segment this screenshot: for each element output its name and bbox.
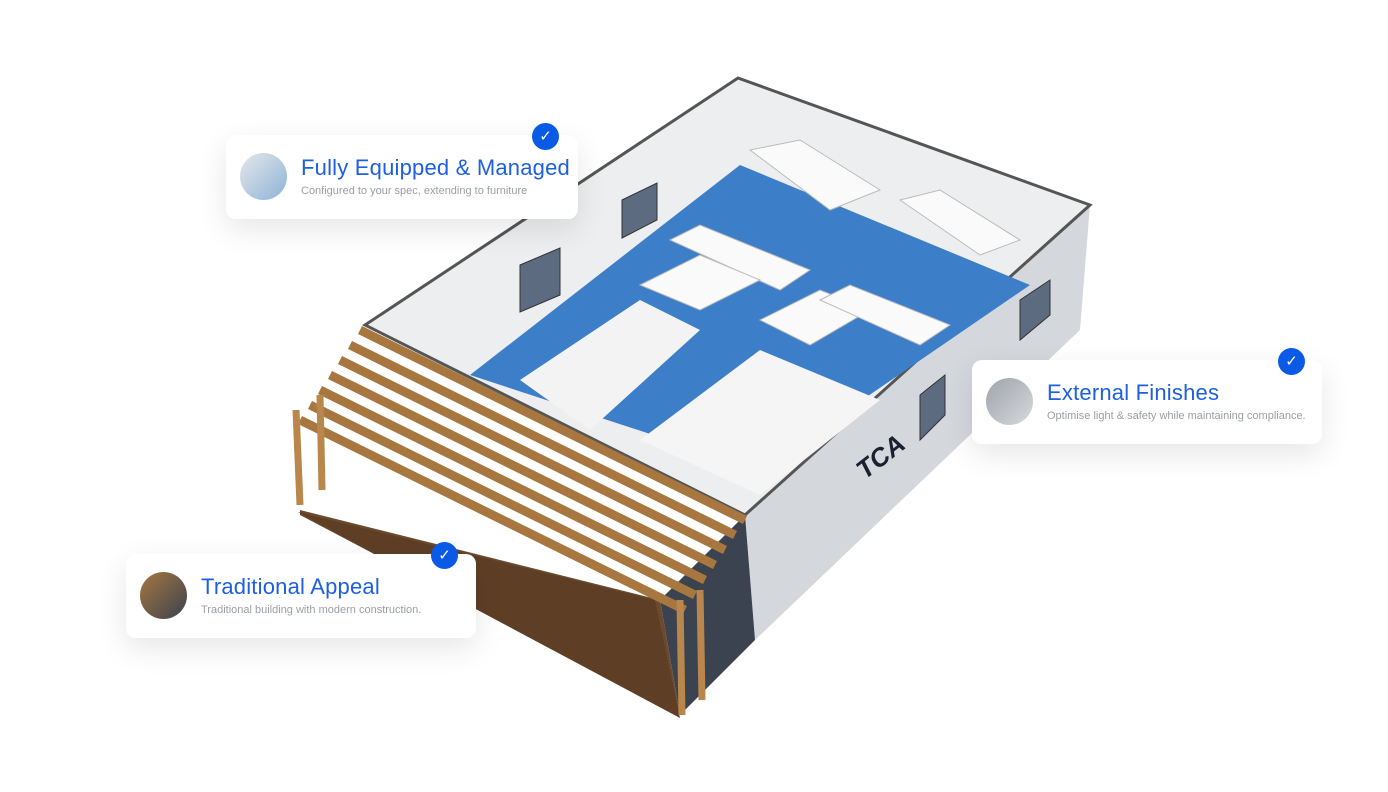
feature-card-external-finishes: External Finishes Optimise light & safet…: [972, 348, 1322, 444]
exterior-thumbnail: [986, 378, 1033, 425]
wooden-slats: [298, 325, 747, 615]
check-icon: ✓: [532, 123, 559, 150]
card-subtitle: Configured to your spec, extending to fu…: [301, 185, 528, 197]
feature-card-fully-equipped: Fully Equipped & Managed Configured to y…: [226, 123, 578, 219]
right-exterior-wall: [745, 205, 1090, 640]
wooden-posts: [292, 394, 706, 716]
feature-card-traditional-appeal: Traditional Appeal Traditional building …: [126, 542, 476, 638]
card-title: Traditional Appeal: [201, 574, 380, 599]
card-subtitle: Traditional building with modern constru…: [201, 604, 422, 616]
card-subtitle: Optimise light & safety while maintainin…: [1047, 410, 1306, 422]
deck-thumbnail: [140, 572, 187, 619]
interior-thumbnail: [240, 153, 287, 200]
card-title: Fully Equipped & Managed: [301, 155, 570, 180]
windows: [519, 182, 1051, 442]
partition-rooms: [520, 300, 700, 430]
partition-rooms: [640, 350, 880, 495]
check-icon: ✓: [431, 542, 458, 569]
card-title: External Finishes: [1047, 380, 1220, 405]
lab-benches: [638, 139, 1022, 346]
check-icon: ✓: [1278, 348, 1305, 375]
